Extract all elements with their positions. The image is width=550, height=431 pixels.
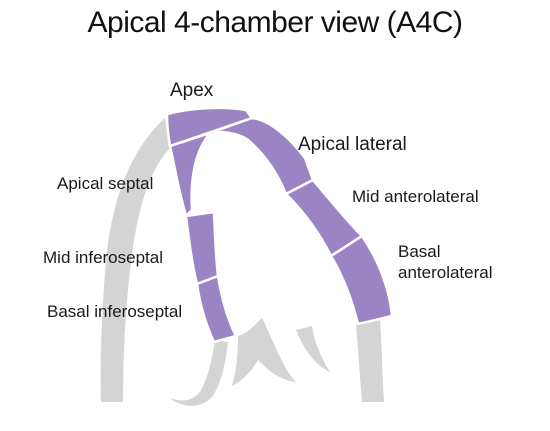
label-mid-anterolateral: Mid anterolateral xyxy=(352,187,479,206)
segment-apical-lateral xyxy=(209,116,315,196)
outer-wall-right xyxy=(356,320,384,402)
surrounding-tissue xyxy=(100,118,384,406)
label-basal-anterolateral-line1: Basal xyxy=(398,242,441,261)
septal-base-tissue xyxy=(232,318,296,386)
mitral-leaflet xyxy=(296,326,330,372)
segment-basal-inferoseptal xyxy=(195,274,238,344)
label-apex: Apex xyxy=(170,80,214,101)
valve-structures xyxy=(170,340,228,406)
segment-basal-anterolateral xyxy=(329,234,394,326)
label-apical-lateral: Apical lateral xyxy=(298,134,407,155)
segment-apical-septal xyxy=(168,130,214,219)
segment-mid-inferoseptal xyxy=(184,210,220,286)
label-mid-inferoseptal: Mid inferoseptal xyxy=(43,248,163,267)
label-basal-anterolateral-line2: anterolateral xyxy=(398,263,493,282)
segment-apex xyxy=(165,106,255,148)
outer-wall-left xyxy=(100,118,170,402)
diagram-title: Apical 4-chamber view (A4C) xyxy=(87,6,463,39)
lv-segments xyxy=(165,106,394,344)
label-basal-inferoseptal: Basal inferoseptal xyxy=(47,302,182,321)
label-apical-septal: Apical septal xyxy=(57,174,153,193)
